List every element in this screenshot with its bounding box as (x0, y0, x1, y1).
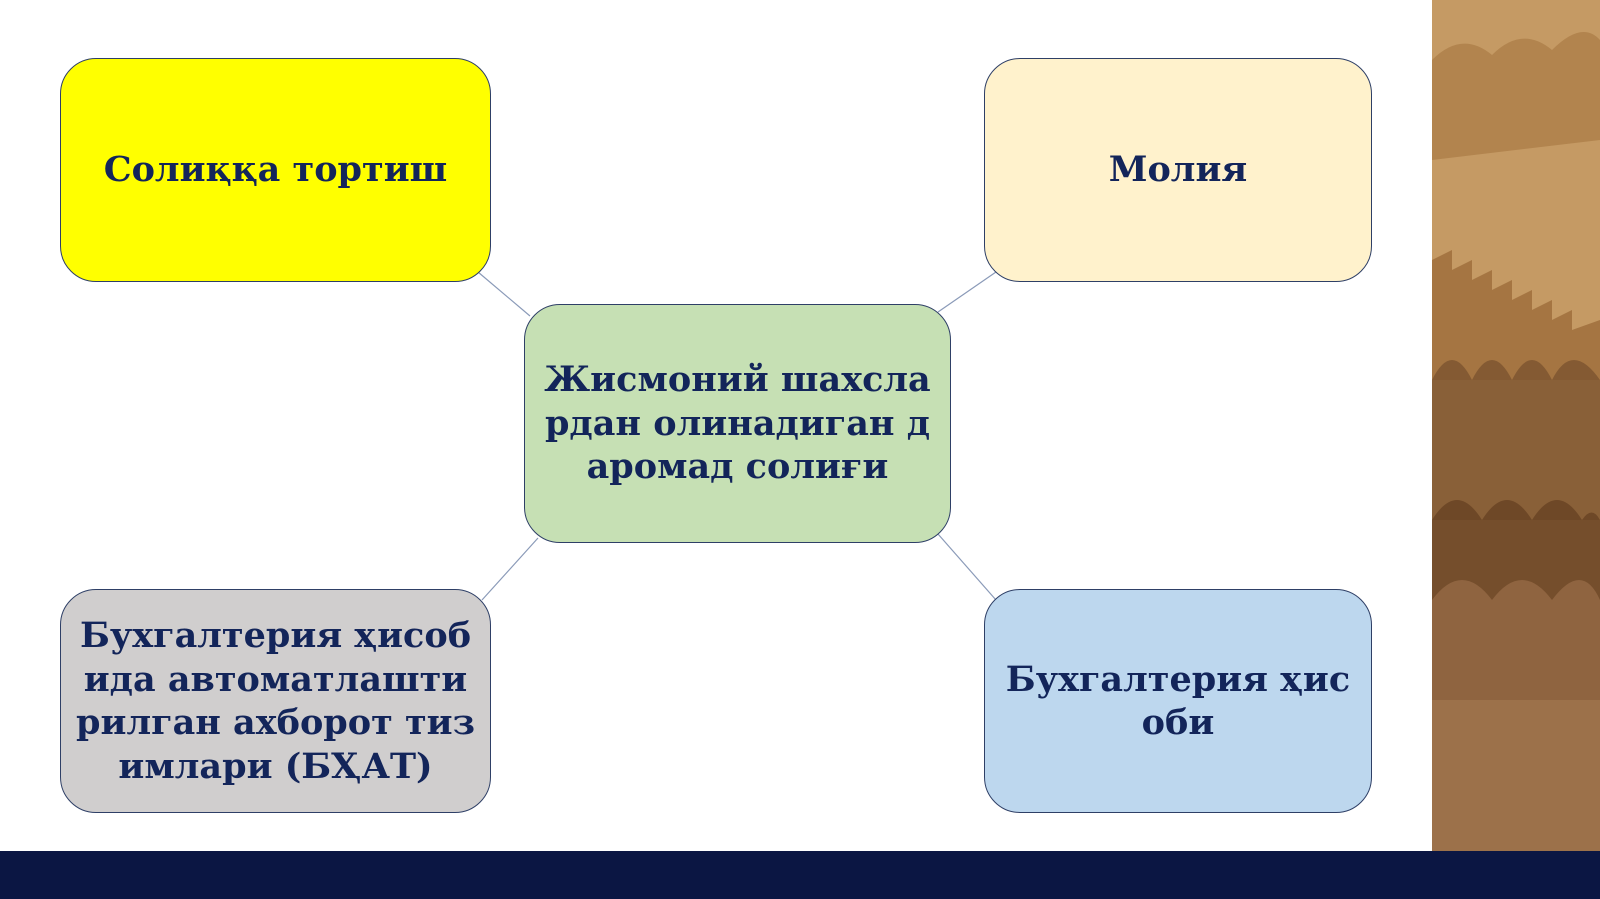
node-accounting-information-systems: Бухгалтерия ҳисобида автоматлаштирилган … (60, 589, 491, 813)
connector-top-right (937, 271, 997, 313)
node-finance: Молия (984, 58, 1372, 282)
connector-top-left (477, 271, 531, 317)
fortress-wall-photo (1432, 0, 1600, 851)
node-accounting-label: Бухгалтерия ҳисоби (1005, 658, 1351, 744)
node-taxation: Солиққа тортиш (60, 58, 491, 282)
node-center-income-tax: Жисмоний шахслардан олинадиган даромад с… (524, 304, 951, 543)
fortress-wall-image (1432, 0, 1600, 851)
node-taxation-label: Солиққа тортиш (103, 149, 448, 191)
node-center-label: Жисмоний шахслардан олинадиган даромад с… (544, 359, 931, 488)
connector-bottom-right (937, 533, 997, 601)
footer-bar (0, 851, 1600, 899)
node-accounting: Бухгалтерия ҳисоби (984, 589, 1372, 813)
node-finance-label: Молия (1108, 149, 1248, 191)
connector-bottom-left (481, 537, 539, 601)
node-ais-label: Бухгалтерия ҳисобида автоматлаштирилган … (76, 615, 475, 787)
